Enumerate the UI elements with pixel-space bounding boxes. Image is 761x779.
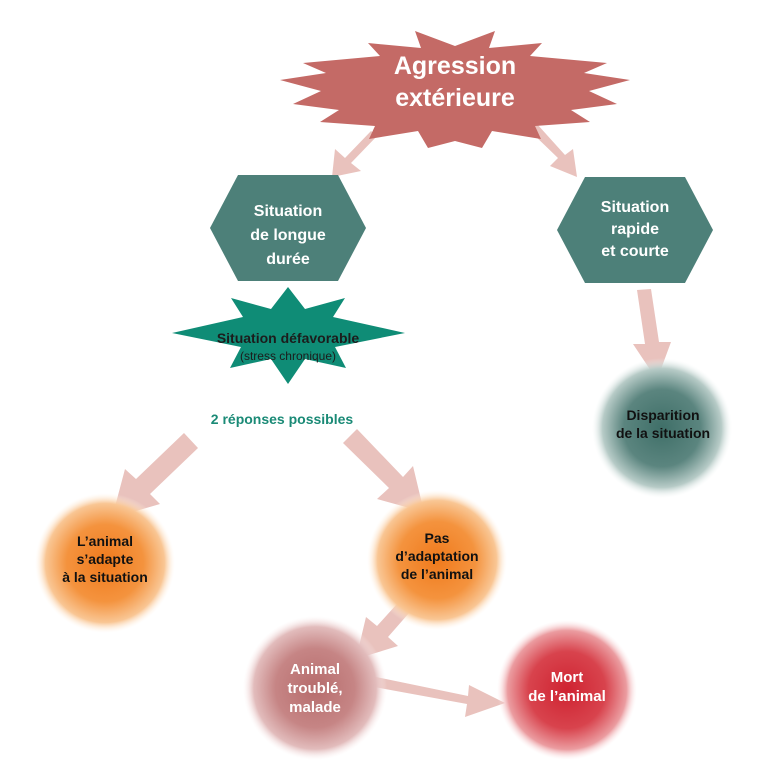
adapte-label-2: s’adapte [77,551,134,567]
pas-adaptation-circle [367,490,507,630]
trouble-circle [243,616,387,760]
rapide-label-3: et courte [601,243,669,260]
agression-burst [280,31,630,148]
longue-label-3: durée [266,251,310,268]
longue-label-1: Situation [254,203,322,220]
adapte-circle [35,493,175,633]
trouble-label-2: troublé, [288,680,343,697]
agression-label-2: extérieure [395,84,515,112]
mort-circle [497,620,637,760]
disparition-circle [592,358,732,498]
defavorable-star [172,287,405,384]
longue-duree-hexagon [210,175,366,281]
reponses-label: 2 réponses possibles [211,411,354,427]
rapide-courte-hexagon [557,177,713,283]
arrow-rapide-to-disparition [633,289,671,380]
arrow-trouble-to-mort [369,676,505,717]
disparition-label-1: Disparition [626,407,699,423]
arrow-agression-to-longue [332,131,377,177]
trouble-label-1: Animal [290,661,340,678]
defavorable-label-1: Situation défavorable [217,330,360,346]
adapte-label-3: à la situation [62,569,148,585]
adapte-label-1: L’animal [77,533,133,549]
defavorable-label-2: (stress chronique) [240,349,336,363]
pas-adaptation-label-3: de l’animal [401,566,473,582]
arrow-agression-to-rapide [530,124,577,177]
disparition-label-2: de la situation [616,425,710,441]
arrow-to-adapte [112,433,198,518]
pas-adaptation-label-2: d’adaptation [395,548,478,564]
pas-adaptation-label-1: Pas [425,530,450,546]
rapide-label-1: Situation [601,199,669,216]
rapide-label-2: rapide [611,221,659,238]
trouble-label-3: malade [289,699,341,716]
longue-label-2: de longue [250,227,326,244]
arrow-to-pas-adaptation [343,429,424,512]
mort-label-1: Mort [551,669,584,686]
mort-label-2: de l’animal [528,688,606,705]
agression-label-1: Agression [394,52,516,80]
